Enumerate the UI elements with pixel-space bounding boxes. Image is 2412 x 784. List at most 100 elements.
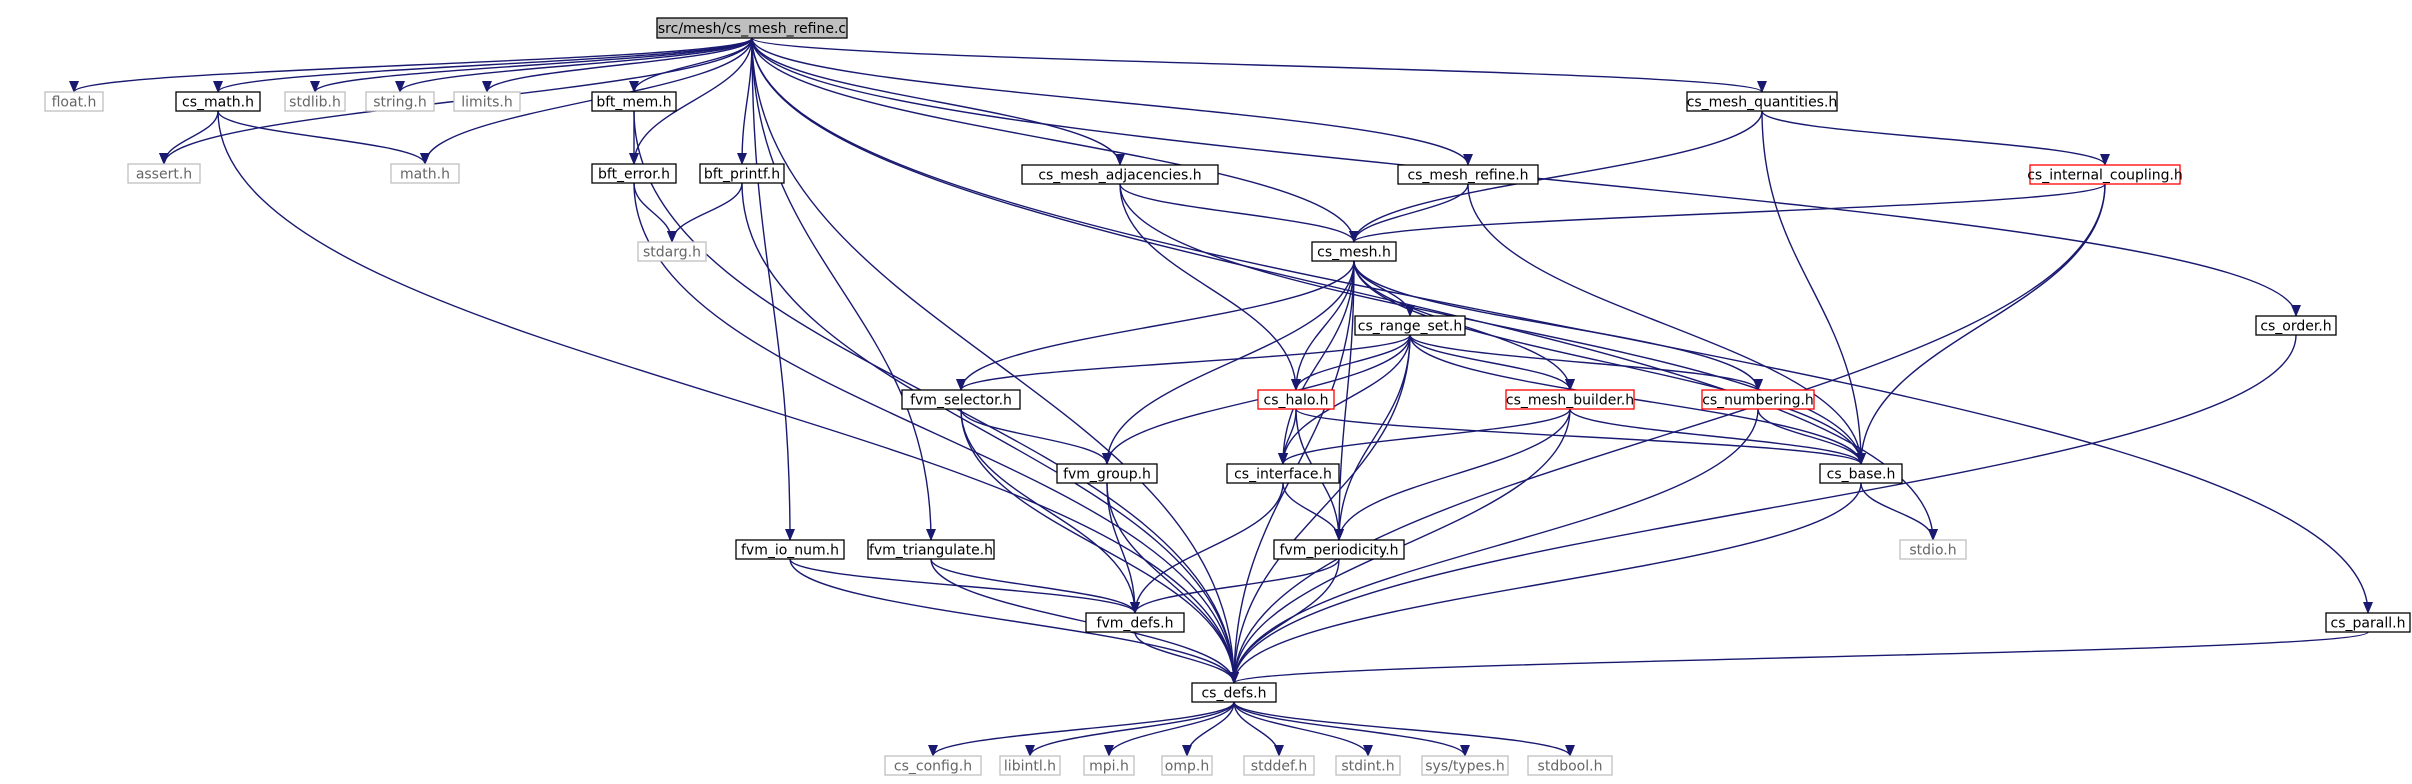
node-box xyxy=(1686,91,1838,112)
edge-cs-mesh-to-fvm-selector xyxy=(956,260,1355,391)
node-math: math.h xyxy=(390,163,460,184)
edge-cs-defs-to-stdbool xyxy=(1233,701,1575,757)
node-label: math.h xyxy=(400,167,450,183)
node-box xyxy=(735,539,845,560)
edge-bft-printf-to-stdarg xyxy=(667,182,743,243)
edge-cs-internal-coupling-to-cs-defs xyxy=(1229,183,2106,684)
edge-cs-mesh-quantities-to-cs-mesh xyxy=(1349,110,1763,243)
edge-cs-mesh-builder-to-cs-base xyxy=(1569,408,1866,465)
edge-fvm-selector-to-fvm-group xyxy=(960,408,1112,465)
edge-cs-numbering-to-cs-base xyxy=(1757,408,1866,465)
node-stddef: stddef.h xyxy=(1243,755,1315,776)
node-box xyxy=(1899,539,1967,560)
node-label: stdint.h xyxy=(1341,759,1394,775)
node-cs-order[interactable]: cs_order.h xyxy=(2255,315,2337,336)
node-stdint: stdint.h xyxy=(1335,755,1401,776)
edge-root-to-string xyxy=(395,37,753,93)
node-cs-config: cs_config.h xyxy=(884,755,982,776)
edge-cs-base-to-cs-defs xyxy=(1229,482,1862,684)
node-box xyxy=(1056,463,1158,484)
edge-cs-range-set-to-cs-halo xyxy=(1291,334,1411,391)
node-box xyxy=(1021,164,1219,185)
node-box xyxy=(1161,755,1213,776)
node-fvm-periodicity[interactable]: fvm_periodicity.h xyxy=(1273,539,1405,560)
node-box xyxy=(2029,164,2181,185)
node-cs-interface[interactable]: cs_interface.h xyxy=(1226,463,1340,484)
node-label: cs_mesh_adjacencies.h xyxy=(1038,168,1201,184)
node-box xyxy=(591,91,677,112)
edge-fvm-group-to-cs-defs xyxy=(1106,482,1239,684)
node-label: stdarg.h xyxy=(643,245,701,261)
node-string: string.h xyxy=(365,91,435,112)
node-box xyxy=(1243,755,1315,776)
node-cs-mesh[interactable]: cs_mesh.h xyxy=(1311,241,1397,262)
node-fvm-io-num[interactable]: fvm_io_num.h xyxy=(735,539,845,560)
node-label: cs_order.h xyxy=(2260,319,2331,335)
node-cs-mesh-quantities[interactable]: cs_mesh_quantities.h xyxy=(1686,91,1838,112)
node-label: mpi.h xyxy=(1089,759,1129,775)
node-box xyxy=(390,163,460,184)
node-cs-range-set[interactable]: cs_range_set.h xyxy=(1354,315,1466,336)
node-box xyxy=(1421,755,1509,776)
node-cs-mesh-adjacencies[interactable]: cs_mesh_adjacencies.h xyxy=(1021,164,1219,185)
node-cs-mesh-refine-h[interactable]: cs_mesh_refine.h xyxy=(1397,164,1539,185)
node-label: assert.h xyxy=(136,167,192,183)
edge-fvm-triangulate-to-fvm-defs xyxy=(930,558,1140,614)
node-cs-numbering[interactable]: cs_numbering.h xyxy=(1701,389,1815,410)
node-bft-mem[interactable]: bft_mem.h xyxy=(591,91,677,112)
node-label: fvm_triangulate.h xyxy=(869,543,993,559)
node-box xyxy=(1257,389,1335,410)
node-label: cs_internal_coupling.h xyxy=(2027,168,2183,184)
node-box xyxy=(901,389,1021,410)
node-label: string.h xyxy=(373,95,427,111)
node-box xyxy=(1226,463,1340,484)
node-fvm-group[interactable]: fvm_group.h xyxy=(1056,463,1158,484)
node-fvm-triangulate[interactable]: fvm_triangulate.h xyxy=(867,539,995,560)
node-bft-error[interactable]: bft_error.h xyxy=(591,163,677,184)
edge-cs-base-to-stdio xyxy=(1860,482,1938,541)
node-label: stdio.h xyxy=(1909,543,1956,559)
edge-cs-math-to-assert xyxy=(159,110,219,165)
node-cs-parall[interactable]: cs_parall.h xyxy=(2325,612,2411,633)
node-label: cs_math.h xyxy=(182,95,254,111)
edge-cs-mesh-to-cs-base xyxy=(1353,260,1866,465)
node-label: cs_mesh_quantities.h xyxy=(1687,95,1838,111)
edge-cs-defs-to-libintl xyxy=(1025,701,1235,757)
node-label: sys/types.h xyxy=(1425,759,1504,775)
node-label: cs_mesh_builder.h xyxy=(1506,393,1634,409)
node-root: src/mesh/cs_mesh_refine.c xyxy=(656,17,848,39)
node-box xyxy=(1505,389,1635,410)
edge-cs-math-to-cs-defs xyxy=(217,110,1239,684)
node-box xyxy=(591,163,677,184)
node-sys-types: sys/types.h xyxy=(1421,755,1509,776)
node-cs-math[interactable]: cs_math.h xyxy=(175,91,261,112)
node-box xyxy=(44,91,104,112)
edge-cs-mesh-refine-h-to-cs-base xyxy=(1467,183,1866,465)
node-stdlib: stdlib.h xyxy=(284,91,346,112)
node-box xyxy=(1083,755,1135,776)
edge-root-to-cs-defs xyxy=(751,37,1239,684)
edge-cs-mesh-to-cs-interface xyxy=(1278,260,1355,465)
edge-root-to-cs-mesh xyxy=(751,37,1359,243)
node-limits: limits.h xyxy=(453,91,521,112)
node-bft-printf[interactable]: bft_printf.h xyxy=(699,163,785,184)
node-cs-halo[interactable]: cs_halo.h xyxy=(1257,389,1335,410)
edge-cs-mesh-adjacencies-to-cs-halo xyxy=(1119,183,1301,391)
node-box xyxy=(453,91,521,112)
node-fvm-defs[interactable]: fvm_defs.h xyxy=(1085,612,1185,633)
node-label: cs_mesh.h xyxy=(1317,245,1391,261)
edge-cs-range-set-to-fvm-selector xyxy=(956,334,1411,391)
edge-root-to-cs-mesh-adjacencies xyxy=(751,37,1125,166)
node-label: stddef.h xyxy=(1251,759,1307,775)
node-cs-mesh-builder[interactable]: cs_mesh_builder.h xyxy=(1505,389,1635,410)
node-cs-defs[interactable]: cs_defs.h xyxy=(1191,682,1277,703)
node-box xyxy=(1527,755,1613,776)
node-cs-base[interactable]: cs_base.h xyxy=(1819,463,1903,484)
node-fvm-selector[interactable]: fvm_selector.h xyxy=(901,389,1021,410)
node-box xyxy=(999,755,1061,776)
edge-root-to-fvm-io-num xyxy=(751,37,795,541)
edge-fvm-selector-to-fvm-defs xyxy=(960,408,1140,614)
edge-cs-mesh-builder-to-cs-interface xyxy=(1278,408,1571,465)
node-cs-internal-coupling[interactable]: cs_internal_coupling.h xyxy=(2027,164,2183,185)
